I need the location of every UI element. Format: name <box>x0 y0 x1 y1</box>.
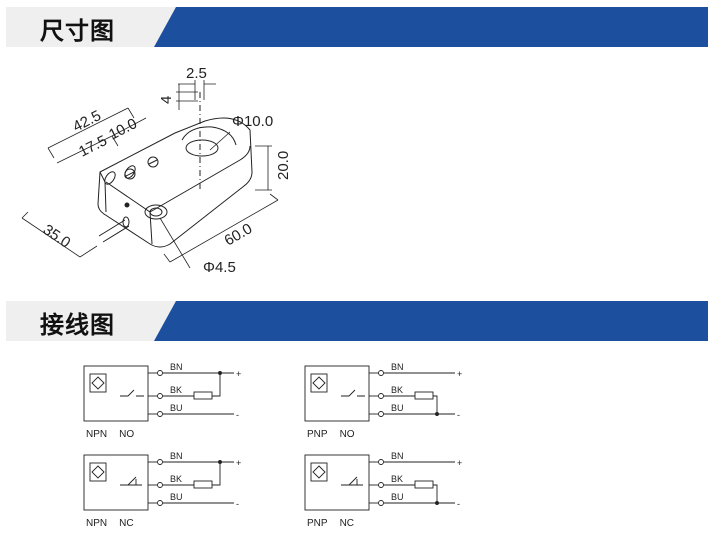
wiring-title: 接线图 <box>40 310 115 339</box>
dim-phi-10: Φ10.0 <box>232 113 273 130</box>
plus-label: + <box>457 458 462 468</box>
sensor-symbol <box>310 462 328 482</box>
dimensions-title: 尺寸图 <box>40 16 115 45</box>
terminal-circle <box>157 482 163 488</box>
dimension-drawing: 2.5 4 42.5 17.5 10.0 Φ10.0 20.0 35.0 60.… <box>21 65 292 276</box>
wire-label-bn: BN <box>170 362 183 372</box>
wire-label-bn: BN <box>170 451 183 461</box>
load-link <box>212 373 221 397</box>
wire-label-bu: BU <box>170 492 183 502</box>
sensor-diamond <box>312 376 326 390</box>
junction-dot <box>218 460 222 464</box>
load-resistor <box>414 391 434 400</box>
dim-4: 4 <box>158 96 175 104</box>
load-link <box>212 462 221 486</box>
wiring-npn-no: BN BK BU + - <box>83 362 241 422</box>
minus-label: - <box>457 499 460 509</box>
switch-contact <box>120 476 142 486</box>
sensor-box <box>83 454 149 511</box>
wiring-pnp-no: BN BK BU + - <box>304 362 462 422</box>
switch-contact <box>341 389 365 397</box>
terminal-circle <box>378 370 384 376</box>
sensor-symbol <box>310 373 328 393</box>
terminal-circle <box>157 500 163 506</box>
dim-2-5: 2.5 <box>186 65 207 82</box>
sensor-box <box>304 365 370 422</box>
plus-label: + <box>236 369 241 379</box>
switch-contact <box>120 389 144 397</box>
sensor-diamond <box>312 465 326 479</box>
sensor-diamond <box>91 465 105 479</box>
load-link <box>433 395 438 414</box>
minus-label: - <box>236 410 239 420</box>
plus-label: + <box>236 458 241 468</box>
banner-blue-band <box>154 301 708 341</box>
terminal-circle <box>378 482 384 488</box>
terminal-circle <box>378 393 384 399</box>
terminal-circle <box>378 500 384 506</box>
wire-label-bk: BK <box>170 385 182 395</box>
load-resistor <box>414 480 434 489</box>
load-resistor <box>193 480 213 489</box>
sensor-box <box>304 454 370 511</box>
wire-label-bk: BK <box>391 385 403 395</box>
banner-blue-band <box>154 7 708 47</box>
wiring-npn-nc: BN BK BU + - <box>83 451 241 511</box>
minus-label: - <box>236 499 239 509</box>
load-link <box>433 484 438 503</box>
junction-dot <box>218 371 222 375</box>
wire-label-bk: BK <box>170 474 182 484</box>
terminal-circle <box>378 459 384 465</box>
plus-label: + <box>457 369 462 379</box>
load-resistor <box>193 391 213 400</box>
wire-label-bu: BU <box>170 403 183 413</box>
wiring-pnp-nc: BN BK BU + - <box>304 451 462 511</box>
junction-dot <box>435 501 439 505</box>
terminal-circle <box>157 411 163 417</box>
wire-label-bn: BN <box>391 362 404 372</box>
dim-20-0: 20.0 <box>275 151 292 180</box>
terminal-circle <box>157 370 163 376</box>
dimensions-section-banner: 尺寸图 <box>6 7 708 47</box>
terminal-circle <box>157 393 163 399</box>
junction-dot <box>435 412 439 416</box>
dim-phi-4-5: Φ4.5 <box>203 259 236 276</box>
wire-label-bu: BU <box>391 403 404 413</box>
terminal-circle <box>157 459 163 465</box>
sensor-box <box>83 365 149 422</box>
terminal-circle <box>378 411 384 417</box>
wiring-section-banner: 接线图 <box>6 301 708 341</box>
sensor-symbol <box>89 462 107 482</box>
dimension-lines <box>21 80 279 269</box>
switch-contact <box>341 476 363 486</box>
sensor-body-outline <box>97 92 253 248</box>
wire-label-bk: BK <box>391 474 403 484</box>
sensor-diamond <box>91 376 105 390</box>
wire-label-bu: BU <box>391 492 404 502</box>
minus-label: - <box>457 410 460 420</box>
wire-label-bn: BN <box>391 451 404 461</box>
sensor-symbol <box>89 373 107 393</box>
